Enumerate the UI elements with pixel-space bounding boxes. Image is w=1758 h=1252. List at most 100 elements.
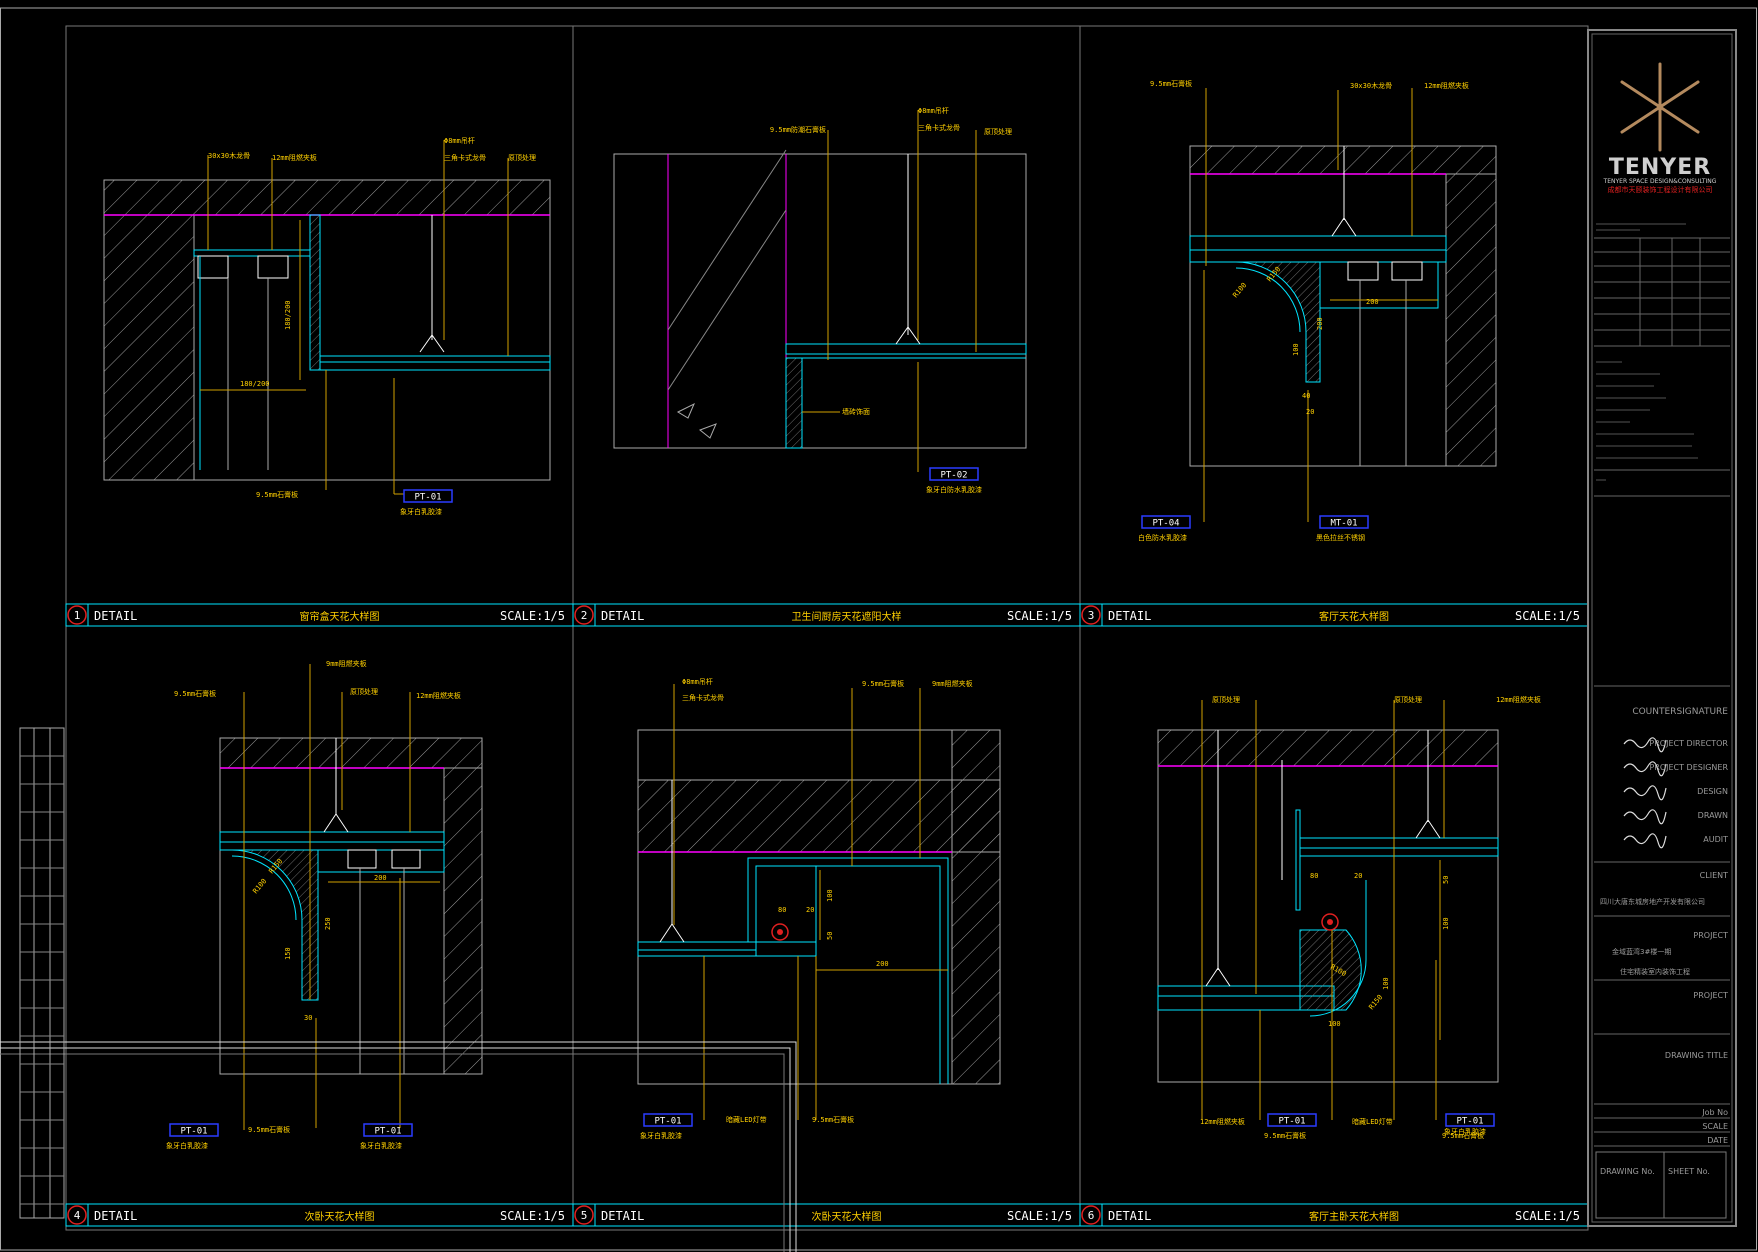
callout-note: Φ8mm吊杆: [444, 136, 475, 145]
material-desc: 象牙白乳胶漆: [640, 1131, 682, 1140]
detail-number-circle: [67, 605, 87, 625]
detail-scale: SCALE:1/5: [500, 1209, 565, 1223]
callout-note: 9.5mm防潮石膏板: [770, 125, 826, 134]
callout-note: 12mm阻燃夹板: [416, 691, 461, 700]
callout-note: 原顶处理: [508, 153, 536, 162]
signature-icon: [1623, 761, 1667, 777]
svg-text:50: 50: [1442, 876, 1450, 884]
callout-note: 原顶处理: [1394, 695, 1422, 704]
callout-note: 12mm阻燃夹板: [1200, 1117, 1245, 1126]
detail-title: 窗帘盒天花大样图: [300, 610, 380, 623]
callout-note: 9mm阻燃夹板: [932, 679, 973, 688]
callout-note: 12mm阻燃夹板: [1496, 695, 1541, 704]
material-tag: PT-01 象牙白乳胶漆: [360, 1123, 413, 1150]
detail-label: DETAIL: [1108, 609, 1151, 623]
callout-note: 墙砖饰面: [842, 407, 870, 416]
detail-label: DETAIL: [94, 1209, 137, 1223]
drawing-no-label: DRAWING No.: [1600, 1167, 1655, 1176]
svg-text:40: 40: [1302, 392, 1310, 400]
svg-text:R100: R100: [251, 877, 268, 895]
detail-number: 6: [1088, 1209, 1095, 1222]
material-desc: 白色防水乳胶漆: [1138, 533, 1187, 542]
callout-note: 象牙白乳胶漆: [1444, 1127, 1486, 1136]
callout-note: 12mm阻燃夹板: [1424, 81, 1469, 90]
material-desc: 象牙白乳胶漆: [166, 1141, 208, 1150]
detail-scale: SCALE:1/5: [1007, 1209, 1072, 1223]
svg-text:100: 100: [1442, 917, 1450, 930]
detail-label: DETAIL: [601, 1209, 644, 1223]
logo-subtitle: TENYER SPACE DESIGN&CONSULTING: [1603, 178, 1717, 185]
detail-title: 客厅主卧天花大样图: [1309, 1210, 1399, 1223]
svg-text:80: 80: [778, 906, 786, 914]
signature-row: DESIGN: [1623, 785, 1728, 801]
detail-title: 次卧天花大样图: [812, 1210, 882, 1223]
svg-text:200: 200: [1366, 298, 1379, 306]
signature-row: PROJECT DIRECTOR: [1623, 737, 1728, 753]
callout-note: 30x30木龙骨: [1350, 81, 1392, 90]
signature-icon: [1623, 785, 1667, 801]
signature-role: DESIGN: [1697, 787, 1728, 796]
detail-title-bar-6: 6 DETAIL 客厅主卧天花大样图 SCALE:1/5: [1079, 1203, 1589, 1227]
company-name: 成都市天颐装饰工程设计有限公司: [1608, 185, 1713, 194]
svg-text:100: 100: [1382, 977, 1390, 990]
signature-row: AUDIT: [1623, 833, 1728, 849]
detail-2-drawing: [613, 110, 1027, 472]
callout-note: 原顶处理: [984, 127, 1012, 136]
material-desc: 象牙白防水乳胶漆: [926, 485, 982, 494]
detail-6-drawing: 80 20 50 100 R100 R150 100 100: [1157, 700, 1499, 1120]
detail-label: DETAIL: [601, 609, 644, 623]
material-code: PT-01: [414, 493, 441, 503]
svg-text:100: 100: [826, 889, 834, 902]
callout-note: 原顶处理: [1212, 695, 1240, 704]
callout-note: 9.5mm石膏板: [1150, 79, 1192, 88]
detail-number-circle: [574, 1205, 594, 1225]
detail-title-bar-5: 5 DETAIL 次卧天花大样图 SCALE:1/5: [572, 1203, 1081, 1227]
client-label: CLIENT: [1700, 871, 1728, 880]
signature-row: PROJECT DESIGNER: [1623, 761, 1728, 777]
detail-number: 5: [581, 1209, 588, 1222]
callout-note: 9.5mm石膏板: [174, 689, 216, 698]
detail-title: 客厅天花大样图: [1319, 610, 1389, 623]
callout-note: Φ8mm吊杆: [682, 677, 713, 686]
callout-note: 三角卡式龙骨: [444, 153, 486, 162]
signature-row: DRAWN: [1623, 809, 1728, 825]
detail-number: 1: [74, 609, 81, 622]
revision-strip: [19, 727, 65, 1219]
countersignature-label: COUNTERSIGNATURE: [1632, 707, 1728, 717]
detail-label: DETAIL: [1108, 1209, 1151, 1223]
signature-role: DRAWN: [1698, 811, 1728, 820]
detail-number-circle: [67, 1205, 87, 1225]
material-desc: 象牙白乳胶漆: [360, 1141, 402, 1150]
project-label: PROJECT: [1693, 931, 1728, 940]
callout-note: 原顶处理: [350, 687, 378, 696]
material-desc: 黑色拉丝不锈钢: [1316, 533, 1365, 542]
svg-text:100: 100: [1292, 343, 1300, 356]
material-code: PT-01: [374, 1127, 401, 1137]
detail-scale: SCALE:1/5: [1515, 1209, 1580, 1223]
detail-title: 次卧天花大样图: [305, 1210, 375, 1223]
detail-scale: SCALE:1/5: [1007, 609, 1072, 623]
detail-4-drawing: 200 R100 R150 250 150 30: [219, 664, 483, 1130]
svg-text:50: 50: [826, 932, 834, 940]
callout-note: 暗藏LED灯带: [1352, 1117, 1393, 1126]
callout-note: 9mm阻燃夹板: [326, 659, 367, 668]
tenyer-logo-icon: [1620, 62, 1700, 152]
callout-note: 9.5mm石膏板: [812, 1115, 854, 1124]
detail-number-circle: [1081, 1205, 1101, 1225]
detail-number: 3: [1088, 609, 1095, 622]
svg-text:30: 30: [304, 1014, 312, 1022]
signature-icon: [1623, 737, 1667, 753]
svg-text:150: 150: [284, 947, 292, 960]
callout-note: 30x30木龙骨: [208, 151, 250, 160]
signature-icon: [1623, 809, 1667, 825]
logo-name: TENYER: [1609, 155, 1711, 180]
detail-3-drawing: 200 R100 R150 200 100 40 20: [1189, 88, 1497, 522]
material-code: PT-01: [1456, 1117, 1483, 1127]
